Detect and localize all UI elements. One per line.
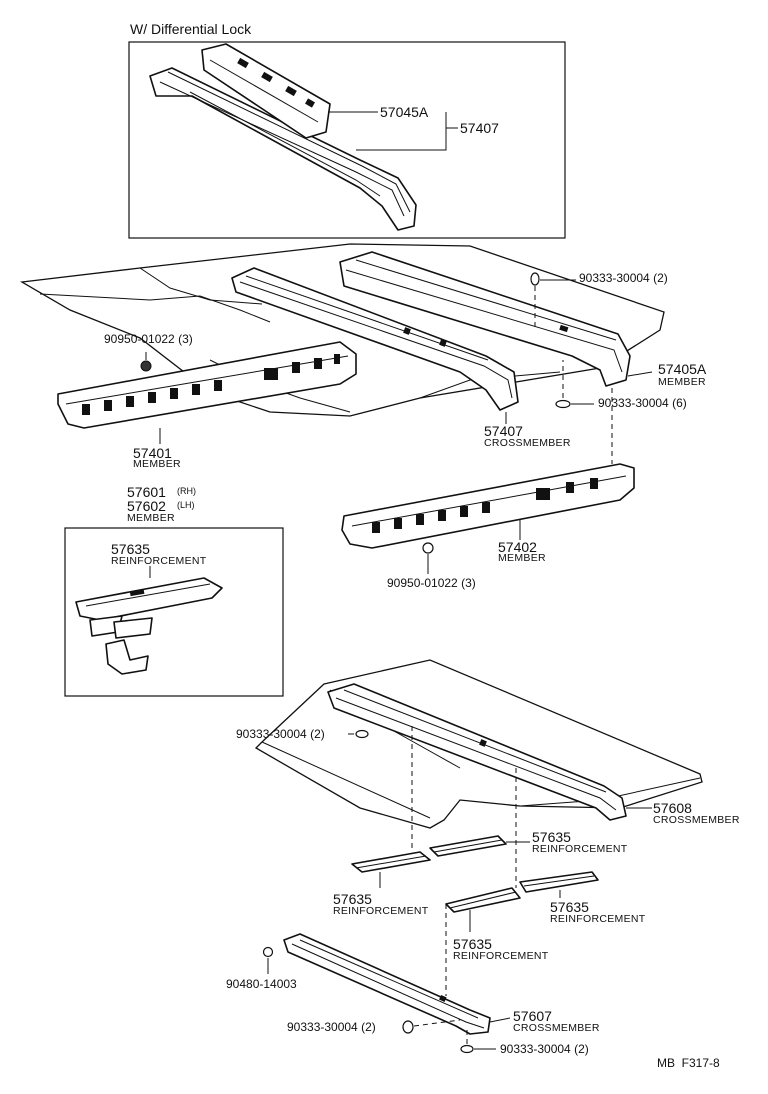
label-57402: 57402: [498, 539, 537, 555]
member-detail-frame: [64, 527, 284, 697]
member-57402: [341, 463, 635, 549]
label-57607: 57607: [513, 1008, 552, 1024]
reference-code: MB F317-8: [657, 1056, 720, 1070]
label-90480: 90480-14003: [226, 977, 297, 991]
label-57635-b: 57635: [532, 829, 571, 845]
label-57402-name: MEMBER: [498, 552, 546, 564]
label-57635-box: 57635: [111, 541, 150, 557]
label-57608: 57608: [653, 800, 692, 816]
label-57607-name: CROSSMEMBER: [513, 1022, 600, 1034]
label-57407-inset: 57407: [460, 120, 499, 136]
reinforcement-57635-d: [519, 871, 599, 893]
label-57407: 57407: [484, 423, 523, 439]
leader-57407-bracket: [356, 112, 447, 151]
label-57602: 57602: [127, 498, 166, 514]
member-57401: [57, 341, 357, 429]
label-90333-six: 90333-30004 (6): [598, 396, 687, 410]
label-57635-c-name: REINFORCEMENT: [453, 950, 549, 962]
reinforcement-57635-c: [445, 887, 521, 913]
washer-90333-top: [530, 272, 540, 286]
label-90333-bl: 90333-30004 (2): [287, 1020, 376, 1034]
label-57608-name: CROSSMEMBER: [653, 814, 740, 826]
crossmember-57608: [327, 683, 627, 821]
label-57401-name: MEMBER: [133, 458, 181, 470]
label-90333-br: 90333-30004 (2): [500, 1042, 589, 1056]
washer-90480: [262, 946, 274, 958]
washer-90333-mid: [355, 729, 369, 739]
label-57635-a-name: REINFORCEMENT: [333, 905, 429, 917]
reinforcement-57635-b: [429, 835, 507, 857]
label-57601: 57601: [127, 484, 166, 500]
washer-90333-bl: [402, 1020, 414, 1034]
inset-bracket-57045a: [201, 43, 331, 139]
label-57401: 57401: [133, 445, 172, 461]
reinforcement-57635-box: [75, 577, 223, 675]
inset-frame: [128, 41, 566, 239]
washer-90333-six: [555, 399, 571, 409]
leader-57607: [489, 1017, 511, 1023]
label-57635-a: 57635: [333, 891, 372, 907]
label-90950-mid: 90950-01022 (3): [387, 576, 476, 590]
label-57405a-name: MEMBER: [658, 376, 706, 388]
label-90333-top: 90333-30004 (2): [579, 271, 668, 285]
dash-90333-bl: [413, 1019, 461, 1027]
label-57635-b-name: REINFORCEMENT: [532, 843, 628, 855]
nut-90950-mid: [422, 542, 434, 554]
label-57635-c: 57635: [453, 936, 492, 952]
label-90950-left: 90950-01022 (3): [104, 332, 193, 346]
nut-90950-left: [140, 360, 152, 372]
label-90333-mid: 90333-30004 (2): [236, 727, 325, 741]
label-57405a: 57405A: [658, 361, 707, 377]
crossmember-57407: [231, 267, 519, 411]
crossmember-57607: [283, 933, 491, 1035]
label-57635-d: 57635: [550, 899, 589, 915]
label-57045a: 57045A: [380, 104, 429, 120]
inset-crossmember-57407: [149, 67, 417, 231]
inset-title: W/ Differential Lock: [130, 21, 252, 37]
label-57635-box-name: REINFORCEMENT: [111, 555, 207, 567]
reinforcement-57635-a: [351, 851, 431, 873]
label-57601-side: (RH): [177, 486, 196, 496]
label-5760x-name: MEMBER: [127, 512, 175, 524]
member-57405a: [339, 251, 631, 387]
label-57407-name: CROSSMEMBER: [484, 437, 571, 449]
label-57602-side: (LH): [177, 500, 195, 510]
washer-90333-br: [460, 1044, 474, 1054]
leader-57405a: [627, 371, 653, 377]
label-57635-d-name: REINFORCEMENT: [550, 913, 646, 925]
